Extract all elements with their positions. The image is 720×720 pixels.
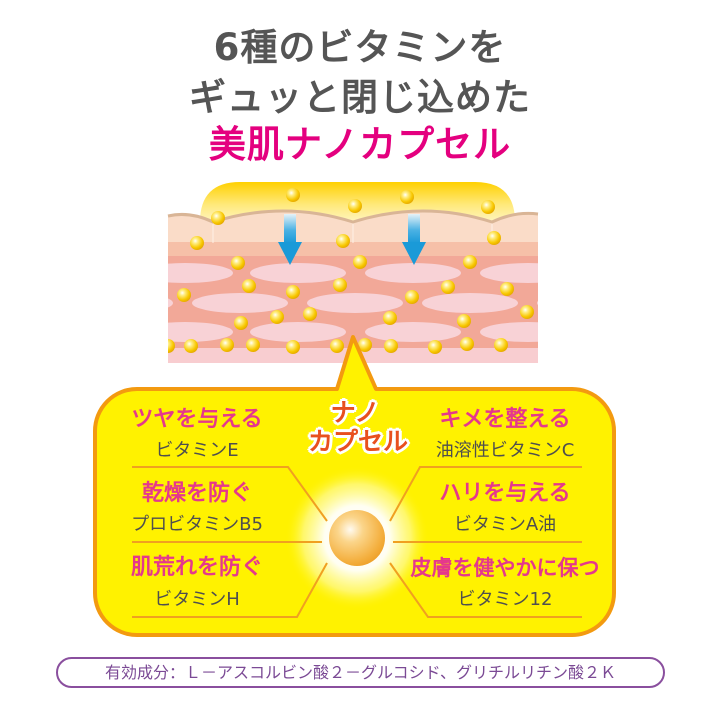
benefit-effect: 肌荒れを防ぐ bbox=[130, 555, 263, 580]
nano-label-line-2: カプセル bbox=[307, 427, 408, 456]
title-line-1: 6種のビタミンを bbox=[213, 26, 507, 69]
arrow-down-icon bbox=[278, 214, 302, 265]
skin-cross-section bbox=[167, 182, 539, 363]
nano-label-line-1: ナノ bbox=[330, 398, 380, 427]
title-line-2: ギュッと閉じ込めた bbox=[189, 76, 531, 119]
benefit-effect: ツヤを与える bbox=[131, 407, 263, 432]
arrow-down-icon bbox=[402, 214, 426, 265]
benefit-effect: キメを整える bbox=[439, 407, 571, 432]
benefit-effect: ハリを与える bbox=[439, 481, 571, 506]
skin-surface-line bbox=[167, 209, 539, 224]
benefit-vitamin: ビタミンA油 bbox=[453, 514, 557, 535]
benefit-vitamin: ビタミンH bbox=[154, 589, 240, 610]
skin-cells bbox=[168, 263, 538, 342]
ingredients-badge: 有効成分：Ｌ－アスコルビン酸２－グルコシド、グリチルリチン酸２Ｋ bbox=[56, 657, 665, 688]
benefit-effect: 皮膚を健やかに保つ bbox=[410, 556, 600, 580]
benefit-effect: 乾燥を防ぐ bbox=[141, 481, 252, 506]
benefit-vitamin: ビタミンE bbox=[155, 440, 239, 461]
benefit-vitamin: ビタミン12 bbox=[457, 589, 553, 610]
benefit-vitamin: プロビタミンB5 bbox=[131, 514, 263, 535]
nano-capsule-sphere-icon bbox=[329, 510, 385, 566]
title-line-3: 美肌ナノカプセル bbox=[208, 123, 512, 166]
benefit-vitamin: 油溶性ビタミンC bbox=[435, 440, 575, 461]
separator-lines bbox=[132, 466, 582, 618]
